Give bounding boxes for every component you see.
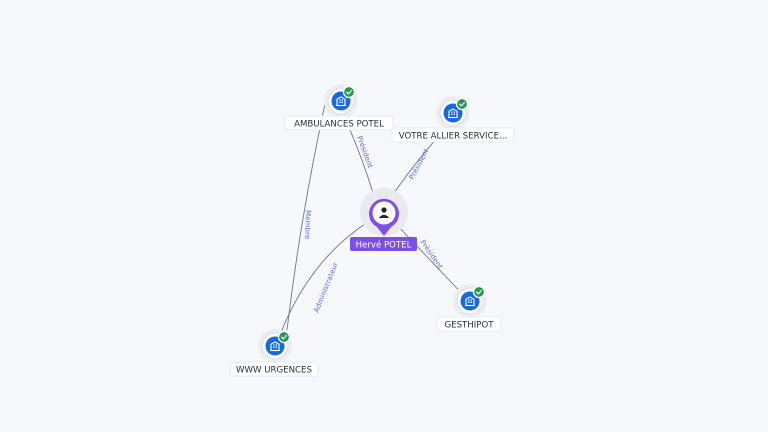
company-node-ambulances[interactable]: AMBULANCES POTEL (284, 84, 394, 131)
person-icon (378, 207, 390, 218)
edge-label-president-ambulances: Président (355, 135, 374, 169)
verified-badge (472, 285, 486, 299)
verified-badge (342, 85, 356, 99)
verified-badge (277, 330, 291, 344)
company-node-www[interactable]: WWW URGENCES (229, 329, 319, 377)
edge-administrateur-www (276, 221, 369, 344)
verified-badge (455, 97, 469, 111)
edge-label-president-allier: Président (408, 147, 431, 181)
person-pin-inner (372, 201, 396, 225)
company-label[interactable]: GESTHIPOT (445, 321, 495, 331)
company-label[interactable]: AMBULANCES POTEL (294, 120, 384, 130)
edge-label-membre: Membre (303, 210, 312, 240)
person-label[interactable]: Hervé POTEL (356, 240, 412, 251)
company-node-gesthipot[interactable]: GESTHIPOT (436, 284, 502, 332)
edge-membre-www-ambulances (286, 103, 326, 331)
edge-label-president-gesthipot: Président (418, 239, 444, 271)
company-node-allier[interactable]: VOTRE ALLIER SERVICE... (391, 96, 515, 143)
person-node-center[interactable]: Hervé POTEL (350, 188, 417, 251)
person-label-box (350, 237, 417, 251)
company-label[interactable]: VOTRE ALLIER SERVICE... (399, 132, 507, 142)
company-label[interactable]: WWW URGENCES (236, 366, 312, 376)
